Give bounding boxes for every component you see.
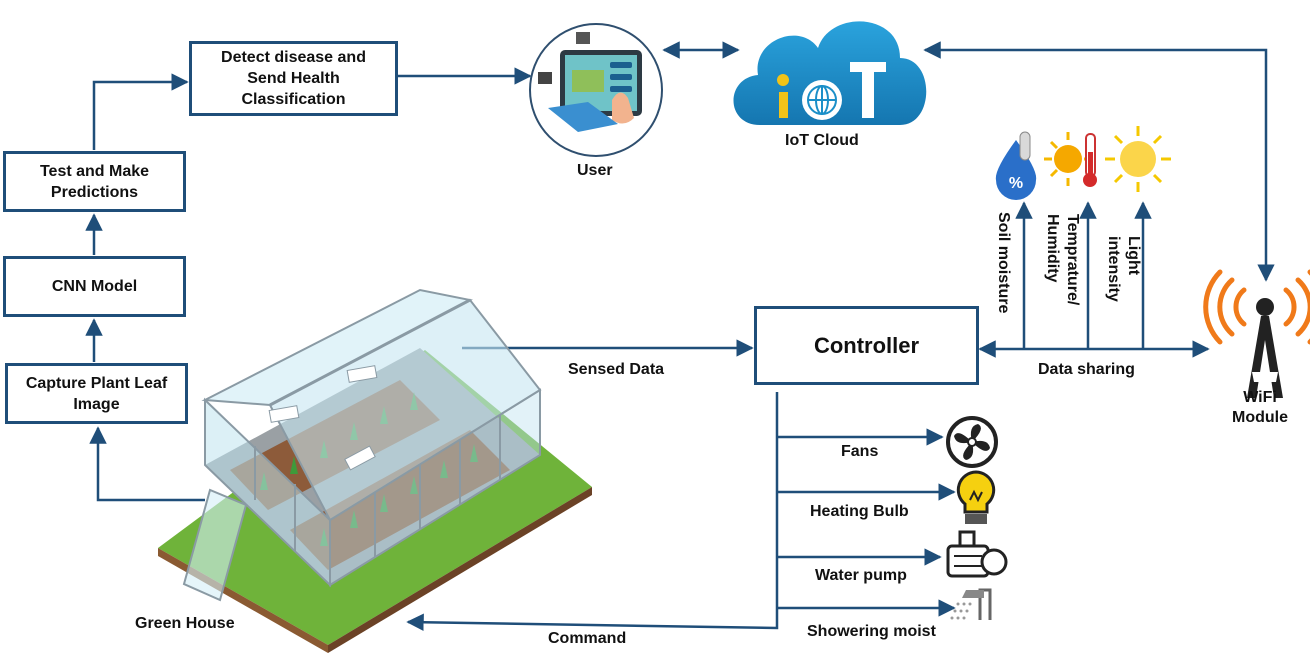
shower-icon	[950, 588, 992, 620]
green-house-label: Green House	[135, 615, 235, 632]
soil-moisture-icon: %	[995, 131, 1037, 200]
controller-box: Controller	[754, 306, 979, 385]
light-intensity-label: Light intensity	[1105, 236, 1142, 302]
iot-cloud-label: IoT Cloud	[785, 132, 859, 149]
heating-bulb-label: Heating Bulb	[810, 503, 909, 520]
fan-icon	[946, 416, 998, 468]
water-pump-icon	[946, 530, 1008, 578]
connectors	[85, 41, 1275, 632]
detect-disease-box: Detect disease and Send Health Classific…	[189, 41, 398, 116]
arrow-greenhouse-to-capture	[89, 426, 205, 502]
arrow-test-to-detect	[92, 73, 189, 150]
iot-cloud-icon	[733, 21, 927, 125]
test-predictions-box: Test and Make Predictions	[3, 151, 186, 212]
light-intensity-icon	[1105, 126, 1171, 192]
temperature-humidity-label: Temprature/ Humidity	[1044, 214, 1081, 306]
temperature-humidity-icon	[1044, 132, 1097, 187]
cnn-model-box: CNN Model	[3, 256, 186, 317]
command-label: Command	[548, 630, 627, 647]
soil-moisture-label: Soil moisture	[995, 212, 1012, 314]
user-icon	[529, 23, 663, 157]
showering-moist-label: Showering moist	[807, 623, 936, 640]
sensed-data-label: Sensed Data	[568, 361, 665, 378]
fans-label: Fans	[841, 443, 879, 460]
greenhouse-illustration	[158, 288, 592, 653]
data-sharing-label: Data sharing	[1038, 361, 1135, 378]
wifi-module-label: WiFi Module	[1232, 389, 1288, 426]
percent-symbol: %	[1009, 175, 1023, 192]
heating-bulb-icon	[956, 470, 996, 524]
arrow-command	[406, 392, 779, 632]
capture-leaf-box: Capture Plant Leaf Image	[5, 363, 188, 424]
wifi-tower-icon	[1203, 269, 1310, 398]
user-label: User	[577, 162, 613, 179]
water-pump-label: Water pump	[815, 567, 907, 584]
arrow-cloud-wifi	[923, 41, 1275, 282]
